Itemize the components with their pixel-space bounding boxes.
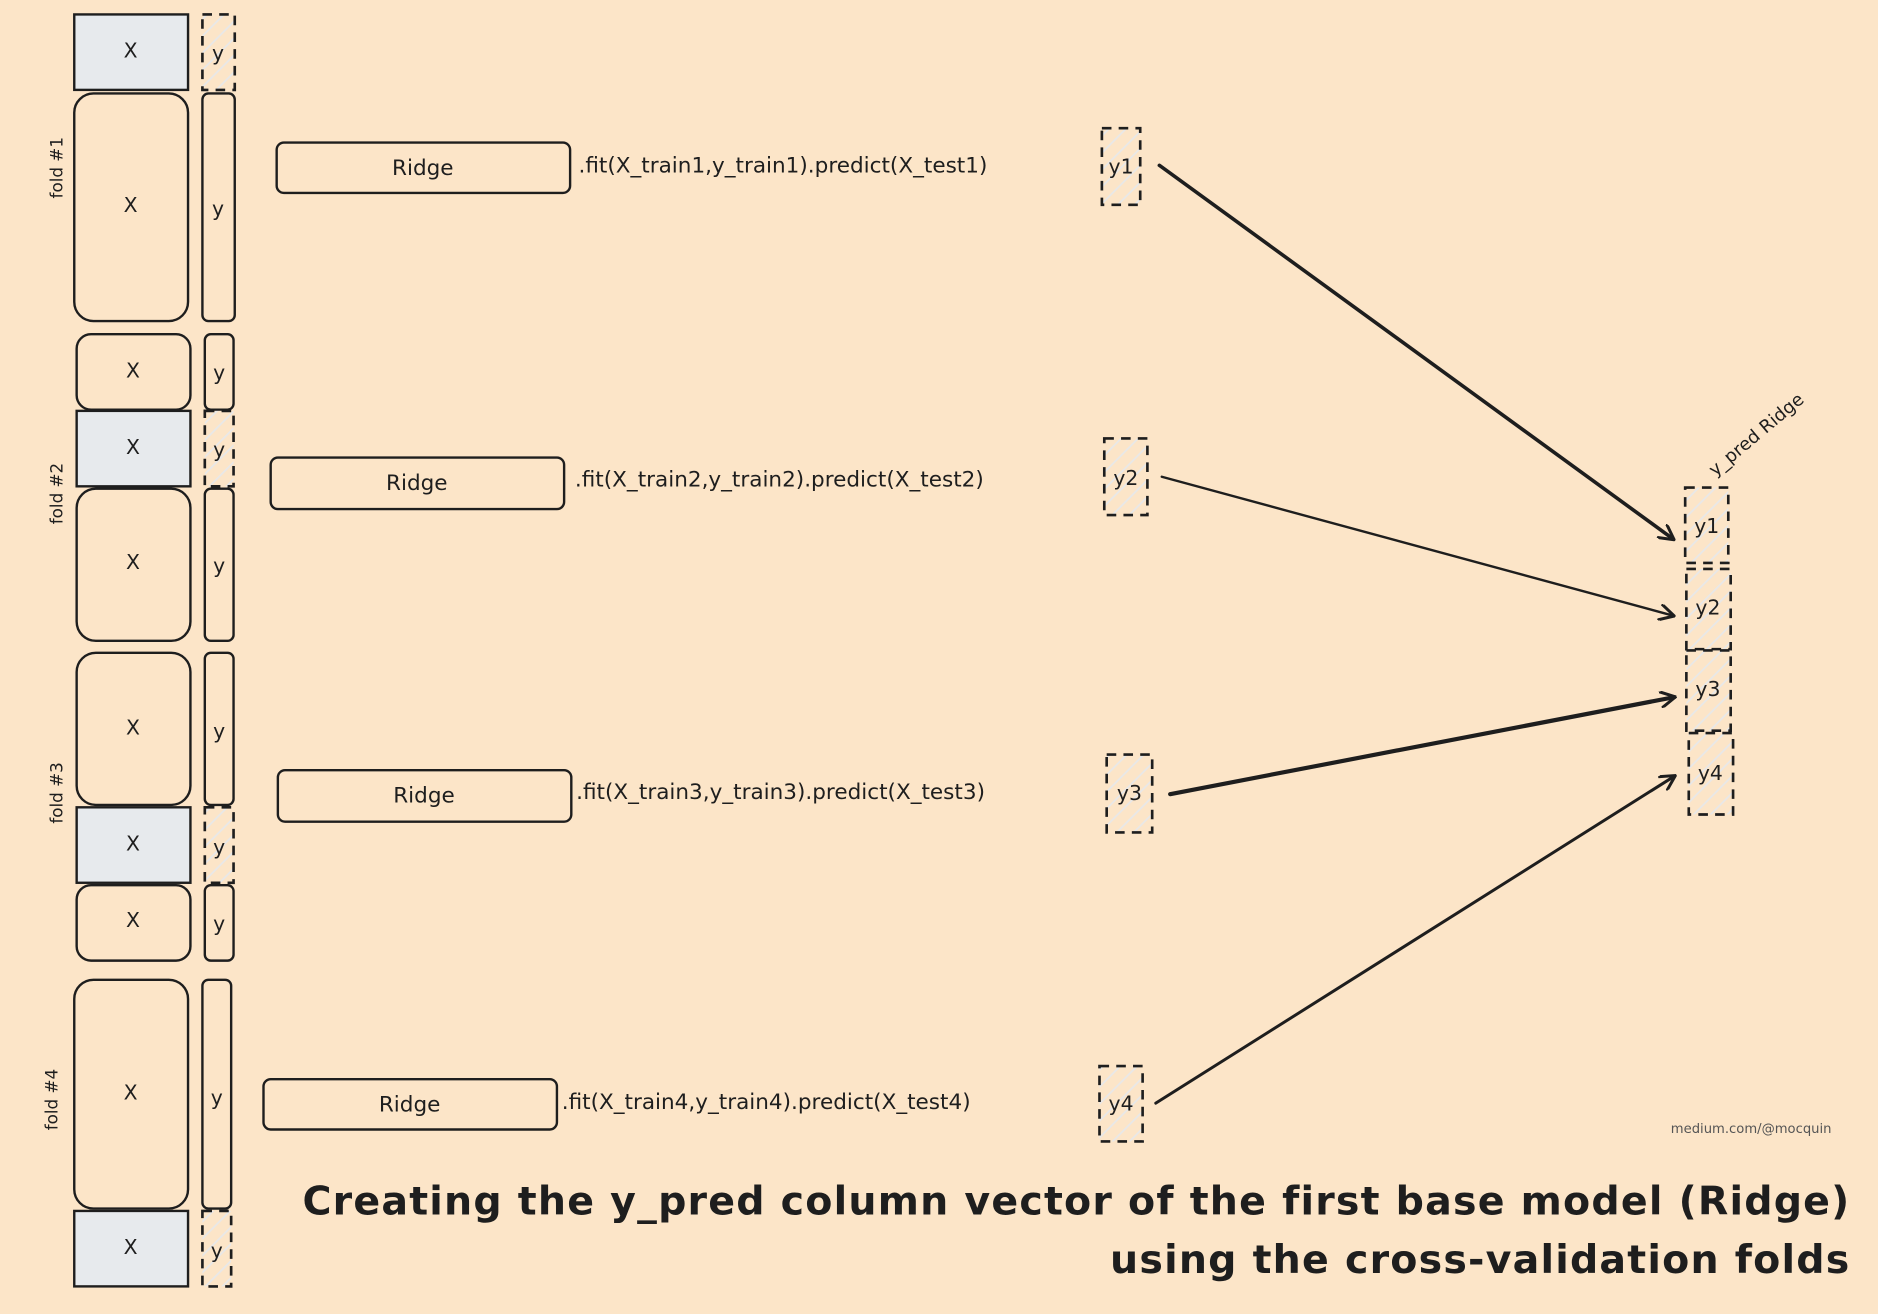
x-label: X [124,193,138,217]
prediction-block [1098,1064,1144,1143]
y-pred-stack: y_pred Ridge y1 y2 y3 y4 [1683,389,1808,816]
prediction-label: y3 [1117,781,1142,805]
fold-label: fold #2 [46,463,66,524]
x-train-block [73,92,190,323]
ridge-model-box [269,456,566,511]
x-test-block [73,1209,190,1288]
y-label: y [213,835,225,859]
stack-item-label: y2 [1695,595,1720,619]
stack-item [1685,649,1732,732]
y-train-block [203,651,235,807]
stack-item-label: y1 [1694,514,1719,538]
prediction-block [1100,126,1142,207]
y-label: y [213,361,225,385]
fold-label: fold #4 [42,1069,62,1130]
x-label: X [126,435,140,459]
y-train-block [203,333,235,411]
x-label: X [126,358,140,382]
y-test-block [201,1209,233,1288]
ridge-model-box [276,768,573,823]
title-line-1: Creating the y_pred column vector of the… [302,1179,1850,1225]
prediction-label: y4 [1109,1091,1134,1115]
watermark: medium.com/@mocquin [1671,1122,1832,1137]
stack-item [1685,567,1732,651]
x-label: X [126,715,140,739]
y-train-block [201,92,236,323]
fold-label: fold #1 [46,137,66,198]
arrow-y4 [1154,776,1675,1105]
stack-item-label: y4 [1698,761,1723,785]
y-pred-label: y_pred Ridge [1705,389,1808,481]
y-label: y [211,1239,223,1263]
prediction-label: y2 [1113,466,1138,490]
arrow-y1 [1157,163,1673,539]
stack-item [1683,486,1730,565]
y-label: y [213,554,225,578]
y-label: y [213,912,225,936]
x-label: X [124,39,138,63]
ridge-label: Ridge [393,784,455,809]
y-label: y [212,41,224,65]
ridge-model-box [275,141,572,195]
y-test-block [203,805,235,885]
arrow-y3 [1168,697,1674,797]
fold-label: fold #3 [46,762,66,823]
fold-2: fold #2 X y X y X y [46,333,235,643]
fold-3: fold #3 X y X y X y [46,651,235,962]
y-test-block [201,13,237,92]
prediction-block [1102,437,1149,517]
x-train-block [75,651,192,807]
fold-4: fold #4 X y X y [42,978,233,1288]
ridge-label: Ridge [392,156,454,181]
prediction-label: y1 [1109,155,1134,179]
fold-1: fold #1 X y X y [46,13,237,323]
y-label: y [213,437,225,461]
y-train-block [201,978,233,1210]
fit-predict-call: .fit(X_train2,y_train2).predict(X_test2) [575,467,984,492]
x-test-block [75,806,192,884]
model-row-1: Ridge .fit(X_train1,y_train1).predict(X_… [275,126,1142,207]
y-label: y [212,197,224,221]
arrow-y2 [1160,475,1673,616]
x-train-block [73,978,190,1210]
x-label: X [124,1081,138,1105]
y-label: y [211,1085,223,1109]
stack-item-label: y3 [1695,677,1720,701]
y-label: y [213,719,225,743]
y-train-block [203,487,235,643]
ridge-label: Ridge [379,1093,441,1118]
x-test-block [75,409,192,488]
x-label: X [126,908,140,932]
prediction-block [1105,753,1154,834]
fit-predict-call: .fit(X_train1,y_train1).predict(X_test1) [578,154,987,179]
fit-predict-call: .fit(X_train3,y_train3).predict(X_test3) [576,780,985,805]
ridge-model-box [262,1077,559,1131]
fit-predict-call: .fit(X_train4,y_train4).predict(X_test4) [562,1090,971,1115]
x-label: X [124,1235,138,1259]
x-train-block [75,883,192,962]
model-row-4: Ridge .fit(X_train4,y_train4).predict(X_… [262,1064,1144,1143]
model-row-3: Ridge .fit(X_train3,y_train3).predict(X_… [276,753,1154,834]
ridge-label: Ridge [386,471,448,496]
x-test-block [73,13,190,92]
x-label: X [126,550,140,574]
x-label: X [126,831,140,855]
x-train-block [75,487,192,643]
y-train-block [203,883,235,962]
model-row-2: Ridge .fit(X_train2,y_train2).predict(X_… [269,437,1149,517]
title-line-2: using the cross-validation folds [1110,1237,1850,1283]
y-test-block [203,409,235,488]
stack-item [1687,731,1735,816]
